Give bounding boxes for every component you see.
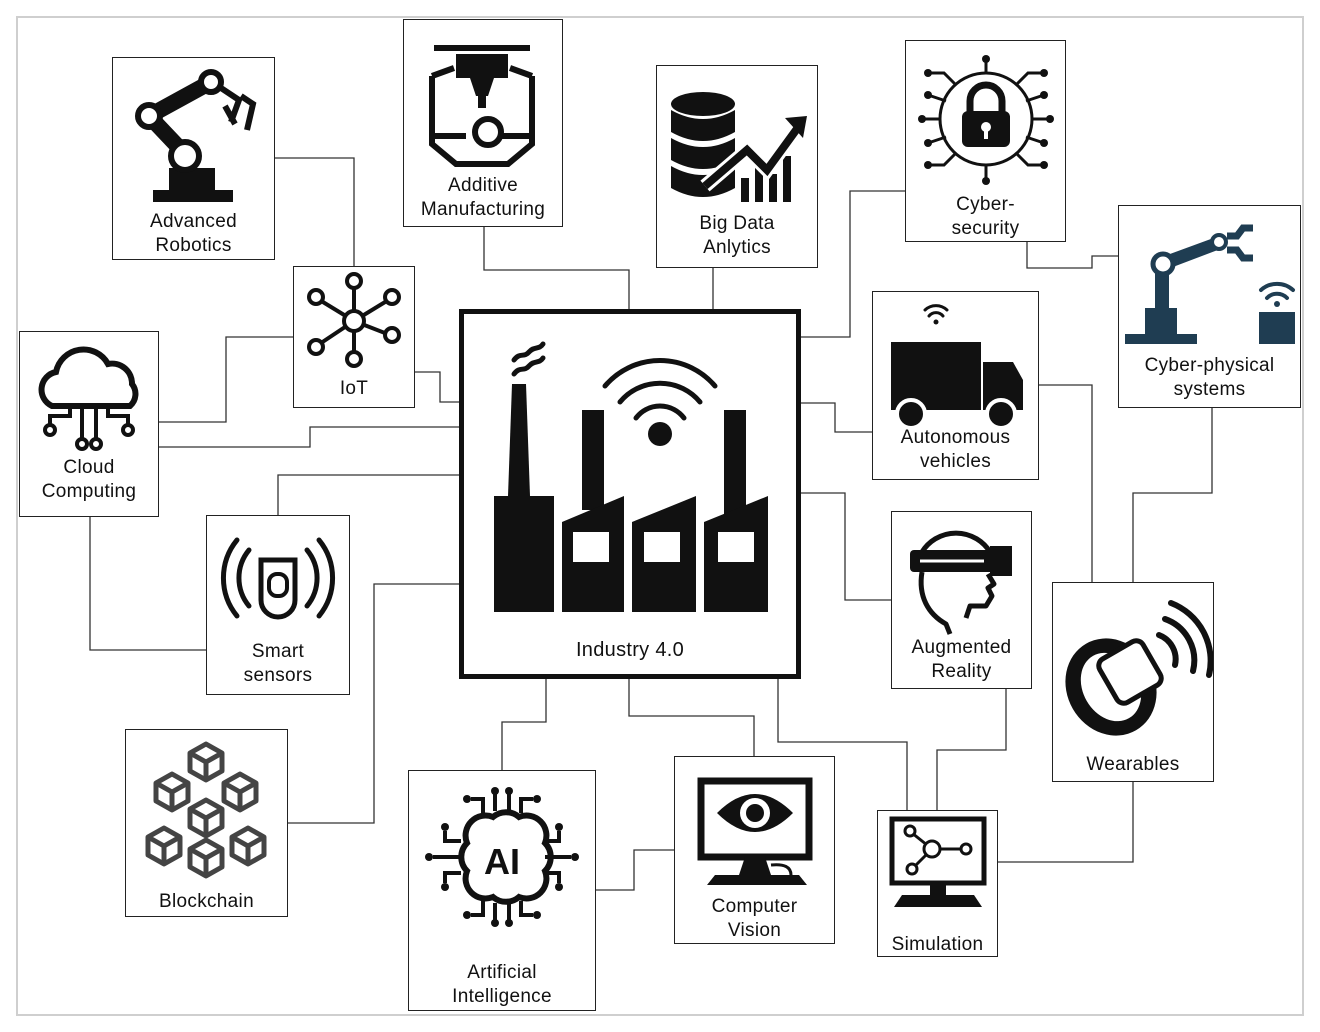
node-label: Cyber-physical — [1144, 355, 1275, 376]
node-label: Additive — [448, 175, 518, 196]
link-cyber-center — [800, 190, 905, 338]
node-label: Augmented — [911, 637, 1012, 658]
link-cloud-sensors — [89, 516, 206, 651]
link-additive-center — [483, 227, 630, 310]
ai-brain-chip-icon: AI — [425, 787, 579, 927]
node-label: Anlytics — [703, 237, 771, 258]
link-ar-simulation — [936, 689, 1007, 810]
connected-truck-icon — [891, 304, 1023, 430]
node-label: Cyber- — [956, 194, 1015, 215]
node-label: security — [951, 218, 1020, 239]
link-robotics-iot — [275, 157, 355, 266]
node-label: Blockchain — [159, 891, 254, 912]
node-iot: IoT — [293, 266, 415, 408]
node-label: Smart — [251, 641, 305, 662]
robot-arm-wireless-icon — [1125, 224, 1295, 344]
node-label: vehicles — [919, 451, 992, 472]
node-advanced-robotics: Advanced Robotics — [112, 57, 275, 260]
link-center-simulation — [777, 678, 908, 810]
database-growth-icon — [671, 92, 807, 202]
svg-text:AI: AI — [484, 841, 520, 882]
circuit-lock-icon — [918, 55, 1054, 185]
node-label: Manufacturing — [420, 199, 546, 220]
vr-headset-icon — [910, 530, 1012, 635]
node-simulation: Simulation — [877, 810, 998, 957]
node-blockchain: Blockchain — [125, 729, 288, 917]
node-autonomous-vehicles: Autonomous vehicles — [872, 291, 1039, 480]
node-label: Computer — [711, 896, 798, 917]
node-artificial-intelligence: AI Artificial Intelligence — [408, 770, 596, 1011]
node-computer-vision: Computer Vision — [674, 756, 835, 944]
diagram-frame — [16, 16, 1304, 1016]
link-ai-vision — [596, 849, 674, 891]
node-label: sensors — [243, 665, 313, 686]
node-smart-sensors: Smart sensors — [206, 515, 350, 695]
monitor-network-icon — [889, 816, 987, 907]
node-label: Computing — [41, 481, 137, 502]
node-additive-manufacturing: Additive Manufacturing — [403, 19, 563, 227]
node-label: Robotics — [155, 235, 232, 256]
blockchain-cubes-icon — [145, 741, 267, 879]
node-cybersecurity: Cyber- security — [905, 40, 1066, 242]
node-label: Advanced — [150, 211, 237, 232]
eye-monitor-icon — [697, 777, 813, 885]
node-label: Wearables — [1086, 754, 1180, 775]
link-vehicles-center — [800, 402, 872, 433]
cloud-network-icon — [38, 346, 139, 451]
industry-4-0-hub: Industry 4.0 — [459, 309, 801, 679]
link-cps-wearables — [1132, 408, 1213, 582]
node-label: Reality — [931, 661, 992, 682]
link-iot-center — [414, 371, 460, 403]
node-cyber-physical-systems: Cyber-physical systems — [1118, 205, 1301, 408]
node-label: Simulation — [891, 934, 984, 955]
network-hub-icon — [307, 272, 401, 368]
node-wearables: Wearables — [1052, 582, 1214, 782]
node-label: systems — [1173, 379, 1246, 400]
link-wearables-simulation — [998, 782, 1134, 863]
node-label: Intelligence — [452, 986, 552, 1007]
link-blockchain-center — [288, 583, 460, 824]
sensor-signal-icon — [221, 537, 335, 620]
node-label: Vision — [727, 920, 782, 941]
link-center-vision — [628, 678, 755, 756]
link-sensors-center — [277, 474, 460, 515]
link-cyber-cps — [1026, 242, 1118, 269]
smartwatch-signal-icon — [1065, 600, 1213, 736]
link-vehicles-wearables — [1038, 384, 1093, 582]
node-label: IoT — [339, 378, 369, 399]
link-ar-center — [800, 492, 891, 601]
node-big-data-analytics: Big Data Anlytics — [656, 65, 818, 268]
node-label: Artificial — [467, 962, 537, 983]
link-cloud-iot — [158, 336, 293, 423]
3d-printer-icon — [429, 45, 535, 167]
node-label: Big Data — [699, 213, 775, 234]
node-label: Cloud — [63, 457, 115, 478]
node-augmented-reality: Augmented Reality — [891, 511, 1032, 689]
center-label: Industry 4.0 — [575, 639, 685, 661]
link-cloud-center — [158, 426, 460, 448]
link-center-ai — [501, 678, 547, 770]
robot-arm-icon — [135, 69, 257, 202]
smart-factory-icon — [494, 341, 768, 612]
node-label: Autonomous — [900, 427, 1011, 448]
node-cloud-computing: Cloud Computing — [19, 331, 159, 517]
